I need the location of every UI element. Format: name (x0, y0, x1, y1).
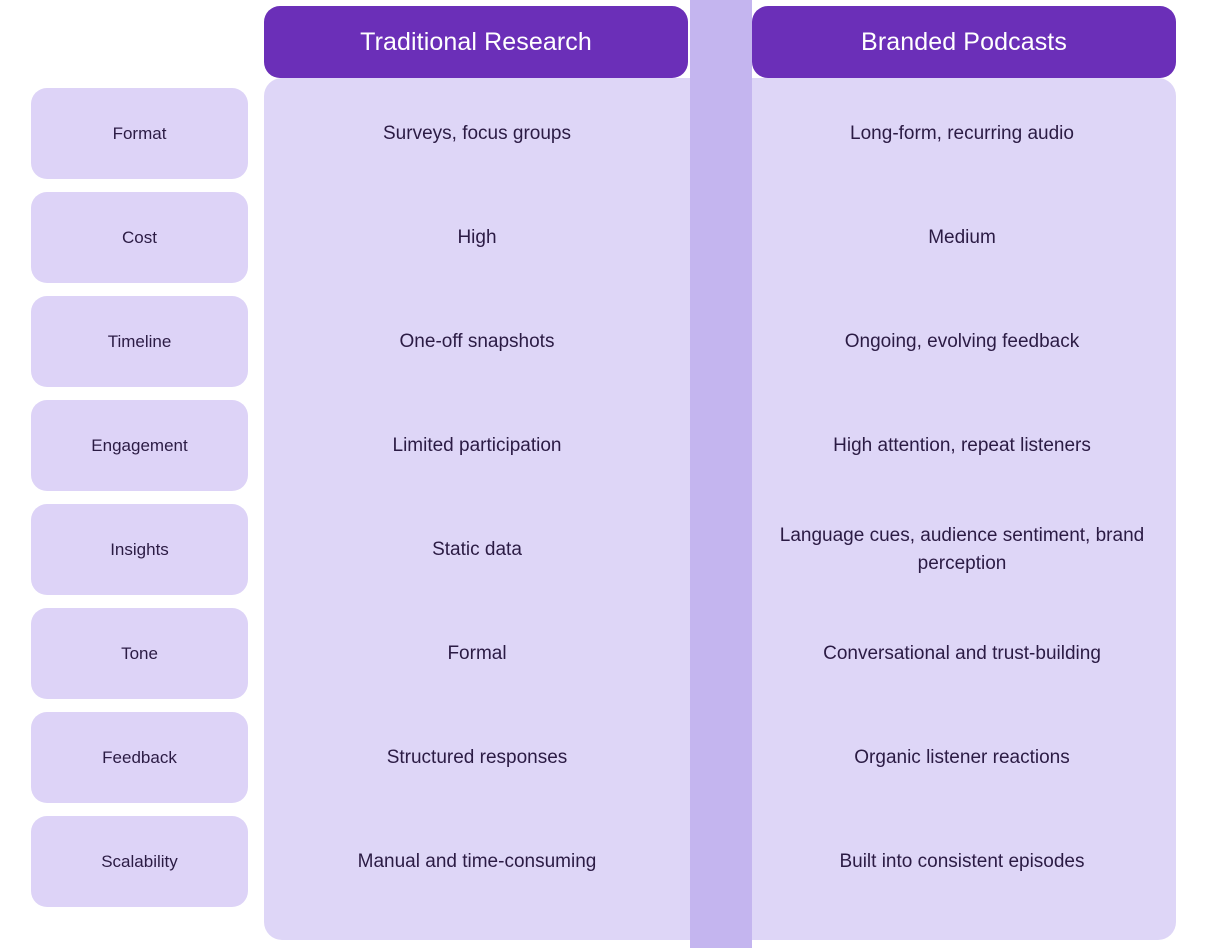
cell-text: Medium (928, 226, 996, 248)
cell-text: Language cues, audience sentiment, brand… (779, 524, 1145, 574)
column-header-label: Branded Podcasts (861, 28, 1067, 56)
cell-rail-traditional-research: Surveys, focus groups High One-off snaps… (275, 88, 679, 907)
table-cell: High attention, repeat listeners (760, 400, 1164, 491)
table-cell: Ongoing, evolving feedback (760, 296, 1164, 387)
table-cell: Limited participation (275, 400, 679, 491)
row-label-rail: Format Cost Timeline Engagement Insights… (31, 88, 248, 907)
table-cell: Conversational and trust-building (760, 608, 1164, 699)
cell-text: High (457, 226, 497, 248)
row-label-text: Format (112, 123, 167, 143)
row-label-text: Scalability (101, 851, 178, 871)
table-cell: Static data (275, 504, 679, 595)
column-header-traditional-research: Traditional Research (264, 6, 688, 78)
cell-text: Static data (432, 538, 522, 560)
cell-text: Manual and time-consuming (357, 850, 597, 872)
column-header-label: Traditional Research (360, 28, 592, 56)
row-label-scalability: Scalability (31, 816, 248, 907)
column-header-branded-podcasts: Branded Podcasts (752, 6, 1176, 78)
cell-text: Formal (447, 642, 507, 664)
row-label-tone: Tone (31, 608, 248, 699)
table-cell: Surveys, focus groups (275, 88, 679, 179)
table-cell: Long-form, recurring audio (760, 88, 1164, 179)
row-label-text: Feedback (102, 747, 177, 767)
table-cell: One-off snapshots (275, 296, 679, 387)
cell-text: Surveys, focus groups (383, 122, 571, 144)
cell-text: Conversational and trust-building (823, 642, 1101, 664)
table-cell: Formal (275, 608, 679, 699)
cell-text: Built into consistent episodes (839, 850, 1085, 872)
row-label-timeline: Timeline (31, 296, 248, 387)
table-cell: High (275, 192, 679, 283)
row-label-text: Timeline (107, 331, 172, 351)
table-cell: Medium (760, 192, 1164, 283)
row-label-feedback: Feedback (31, 712, 248, 803)
column-body-traditional-research (264, 78, 690, 940)
row-label-text: Cost (122, 227, 157, 247)
cell-rail-branded-podcasts: Long-form, recurring audio Medium Ongoin… (760, 88, 1164, 907)
table-cell: Manual and time-consuming (275, 816, 679, 907)
column-body-branded-podcasts (752, 78, 1176, 940)
cell-text: Structured responses (386, 746, 568, 768)
table-cell: Structured responses (275, 712, 679, 803)
row-label-cost: Cost (31, 192, 248, 283)
table-cell: Organic listener reactions (760, 712, 1164, 803)
cell-text: Organic listener reactions (854, 746, 1070, 768)
cell-text: Ongoing, evolving feedback (844, 330, 1080, 352)
cell-text: One-off snapshots (399, 330, 555, 352)
cell-text: Long-form, recurring audio (850, 122, 1074, 144)
cell-text: High attention, repeat listeners (833, 434, 1091, 456)
row-label-insights: Insights (31, 504, 248, 595)
row-label-text: Engagement (91, 435, 188, 455)
table-cell: Language cues, audience sentiment, brand… (760, 504, 1164, 595)
column-divider-strip (690, 0, 752, 948)
row-label-text: Insights (110, 539, 169, 559)
table-cell: Built into consistent episodes (760, 816, 1164, 907)
row-label-text: Tone (121, 643, 158, 663)
row-label-format: Format (31, 88, 248, 179)
cell-text: Limited participation (392, 434, 562, 456)
row-label-engagement: Engagement (31, 400, 248, 491)
